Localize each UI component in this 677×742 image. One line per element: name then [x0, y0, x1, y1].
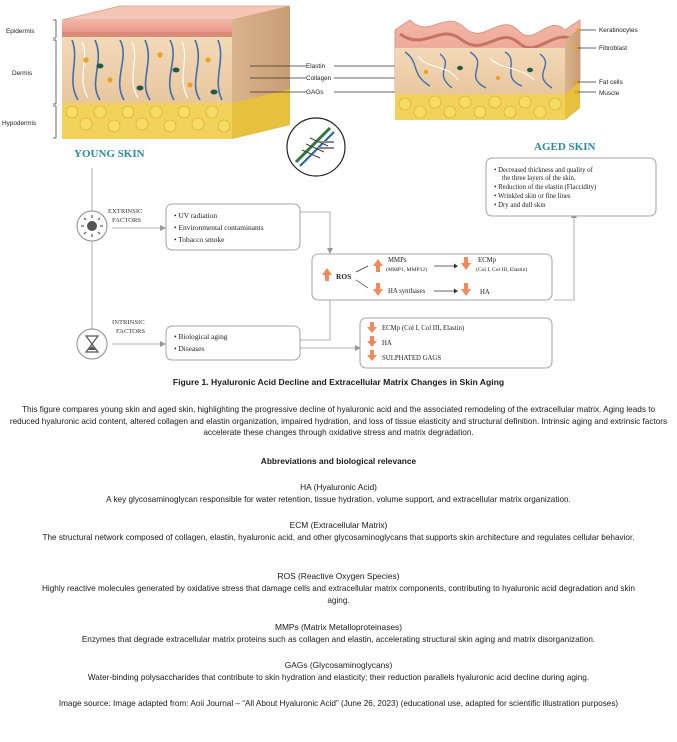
layer-brackets — [53, 19, 57, 139]
mmps-label: MMPs — [388, 257, 407, 264]
up-arrow-icon — [373, 259, 383, 272]
down-arrow-icon — [373, 283, 383, 296]
arrow-head — [160, 225, 166, 231]
aged-point-1: • Decreased thickness and quality of — [494, 167, 594, 174]
pointer-dot — [574, 80, 578, 84]
molecule-inset — [286, 117, 346, 177]
ha-synthases-label: HA synthases — [388, 288, 426, 295]
ros-branch-up — [355, 265, 369, 273]
ros-branch-down — [355, 279, 369, 289]
arrow-head — [454, 288, 458, 294]
extrinsic-box — [165, 203, 301, 251]
aged-point-4: • Dry and dull skin — [494, 202, 546, 209]
figure: Epidermis Dermis Hypodermis Elastin Coll… — [2, 5, 657, 369]
label-elastin: Elastin — [306, 63, 326, 70]
abbr-term: ROS (Reactive Oxygen Species) — [277, 571, 400, 581]
right-pointer-lines — [576, 29, 596, 93]
abbr-term: ECM (Extracellular Matrix) — [289, 520, 388, 530]
abbr-definition: The structural network composed of colla… — [42, 533, 635, 542]
abbr-term: HA (Hyaluronic Acid) — [300, 482, 377, 492]
intrinsic-label-1: INTRINSIC — [112, 319, 145, 326]
image-source: Image source: Image adapted from: Aoii J… — [58, 699, 619, 708]
aged-skin-title: AGED SKIN — [534, 141, 595, 153]
abbr-definition: Enzymes that degrade extracellular matri… — [81, 635, 596, 644]
aged-skin-illustration — [394, 19, 581, 120]
extrinsic-item-2: • Environmental contaminants — [174, 223, 264, 232]
figure-caption: Figure 1. Hyaluronic Acid Decline and Ex… — [172, 377, 505, 387]
young-skin-illustration — [61, 5, 291, 139]
intrinsic-item-2: • Diseases — [174, 344, 204, 353]
abbr-term: MMPs (Matrix Metalloproteinases) — [274, 622, 403, 632]
ecmp-sub-label: (Col I, Col III, Elastin) — [476, 266, 527, 273]
abbr-definition: Water-binding polysaccharides that contr… — [87, 673, 590, 682]
aged-point-2: • Reduction of the elastin (Flaccidity) — [494, 184, 596, 191]
sun-icon — [76, 210, 108, 242]
label-keratinocytes: Keratinocytes — [599, 27, 638, 34]
figure-description: This figure compares young skin and aged… — [9, 405, 668, 438]
abbr-definition: A key glycosaminoglycan responsible for … — [106, 495, 571, 504]
ecmp-label: ECMp — [478, 257, 497, 264]
arrow-head — [160, 341, 166, 347]
matrix-decline-box — [359, 317, 553, 369]
young-skin-title: YOUNG SKIN — [74, 148, 145, 160]
arrow-head — [355, 345, 361, 351]
pointer-dot — [576, 28, 580, 32]
box3-ecmp-label: ECMp (Col I, Col III, Elastin) — [382, 325, 464, 332]
aged-point-1-cont: the three layers of the skin. — [502, 175, 576, 182]
flow-connectors — [91, 168, 575, 349]
pointer-dot — [574, 90, 578, 94]
center-pointer-lines — [250, 65, 410, 93]
abbr-term: GAGs (Glycosaminoglycans) — [284, 660, 393, 670]
hourglass-icon — [76, 328, 108, 360]
box3-gags-label: SULPHATED GAGS — [382, 355, 441, 362]
layer-label-hypodermis: Hypodermis — [2, 120, 36, 127]
box3-ha-label: HA — [382, 340, 392, 347]
extrinsic-label-1: EXTRINSIC — [108, 208, 143, 215]
mmps-sub-label: (MMP1, MMP12) — [386, 266, 427, 273]
aged-point-3: • Wrinkled skin or fine lines — [494, 193, 571, 200]
down-arrow-icon — [367, 322, 377, 333]
label-gags: GAGs — [306, 89, 323, 96]
extrinsic-label-2: FACTORS — [112, 217, 141, 224]
abbreviations-title: Abbreviations and biological relevance — [260, 456, 417, 466]
ros-label: ROS — [336, 272, 351, 281]
up-arrow-icon — [322, 268, 332, 281]
extrinsic-item-1: • UV radiation — [174, 211, 217, 220]
aged-effects-box — [485, 157, 657, 217]
ros-box — [311, 253, 553, 301]
down-arrow-icon — [461, 283, 471, 296]
pointer-dot — [574, 46, 578, 50]
ha-label: HA — [480, 289, 490, 296]
arrow-head — [454, 263, 458, 269]
figure-illustration: Epidermis Dermis Hypodermis Elastin Coll… — [2, 5, 657, 369]
label-fibroblast: Fibroblast — [599, 45, 627, 52]
extrinsic-item-3: • Tobacco smoke — [174, 235, 225, 244]
down-arrow-icon — [367, 336, 377, 347]
layer-label-epidermis: Epidermis — [6, 28, 34, 35]
abbr-definition: Highly reactive molecules generated by o… — [41, 584, 635, 605]
arrow-head — [327, 248, 333, 254]
label-fat-cells: Fat cells — [599, 79, 623, 86]
layer-label-dermis: Dermis — [12, 70, 32, 77]
down-arrow-icon — [461, 257, 471, 270]
intrinsic-box — [165, 325, 301, 361]
label-muscle: Muscle — [599, 90, 620, 97]
intrinsic-item-1: • Biological aging — [174, 332, 228, 341]
intrinsic-label-2: FACTORS — [116, 328, 145, 335]
label-collagen: Collagen — [306, 75, 332, 82]
down-arrow-icon — [367, 350, 377, 361]
